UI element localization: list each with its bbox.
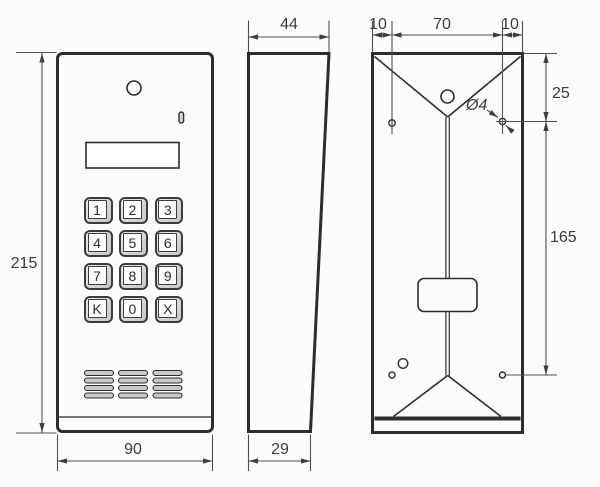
key-6: 6 (154, 230, 184, 257)
key-6-label: 6 (158, 233, 178, 252)
key-K-label: K (87, 299, 107, 318)
key-2-label: 2 (122, 200, 142, 219)
led-indicator (178, 111, 185, 124)
side-view (247, 52, 331, 433)
back-hole-lower-left-small (388, 371, 396, 379)
key-7: 7 (84, 263, 113, 290)
key-1-label: 1 (87, 200, 107, 219)
key-5: 5 (119, 230, 148, 257)
key-5-label: 5 (122, 233, 142, 252)
dia4-leader-arrow (486, 109, 499, 118)
dim-text-back-margin-right: 10 (501, 16, 519, 33)
key-1: 1 (84, 197, 113, 224)
back-center-seam (445, 117, 450, 376)
key-2: 2 (119, 197, 148, 224)
dim-text-hole-diameter: Ø4 (466, 97, 488, 114)
key-3-label: 3 (158, 200, 178, 219)
back-bottom-v-fold (393, 374, 502, 418)
key-8-label: 8 (122, 266, 142, 285)
key-8: 8 (119, 263, 148, 290)
speaker-grille (83, 369, 183, 399)
dim-text-front-height: 215 (10, 255, 38, 272)
side-profile-outline (247, 52, 331, 433)
dim-text-back-margin-left: 10 (369, 16, 387, 33)
cable-entry-box (417, 277, 478, 313)
dim-text-front-width: 90 (124, 441, 142, 458)
key-K: K (84, 296, 113, 323)
back-center-hole (440, 89, 455, 104)
key-0-label: 0 (122, 299, 142, 318)
key-3: 3 (154, 197, 184, 224)
key-4-label: 4 (87, 233, 107, 252)
dim-text-hole-top-offset: 25 (552, 85, 570, 102)
dim-text-side-top-depth: 44 (280, 16, 298, 33)
dimension-linework (16, 20, 557, 471)
back-top-v-fold (373, 55, 522, 118)
key-4: 4 (84, 230, 113, 257)
dim-text-back-center: 70 (433, 16, 451, 33)
key-0: 0 (119, 296, 148, 323)
display-window (85, 141, 180, 169)
back-view (371, 52, 524, 434)
camera-hole (126, 80, 142, 96)
front-panel-outline (56, 52, 214, 433)
dim-text-hole-span: 165 (550, 229, 577, 246)
back-plate-outline (371, 52, 524, 434)
keypad: 1 2 3 4 5 6 7 8 9 K 0 X (84, 197, 184, 323)
key-7-label: 7 (87, 266, 107, 285)
dim-text-side-bottom-depth: 29 (271, 441, 289, 458)
key-X-label: X (158, 299, 178, 318)
key-9-label: 9 (158, 266, 178, 285)
dia4-counter-arrow (505, 125, 515, 134)
mounting-hole-bottom-right (498, 371, 507, 379)
key-9: 9 (154, 263, 184, 290)
key-X: X (154, 296, 184, 323)
back-hole-lower-left-large (397, 358, 409, 370)
front-view (56, 52, 214, 433)
